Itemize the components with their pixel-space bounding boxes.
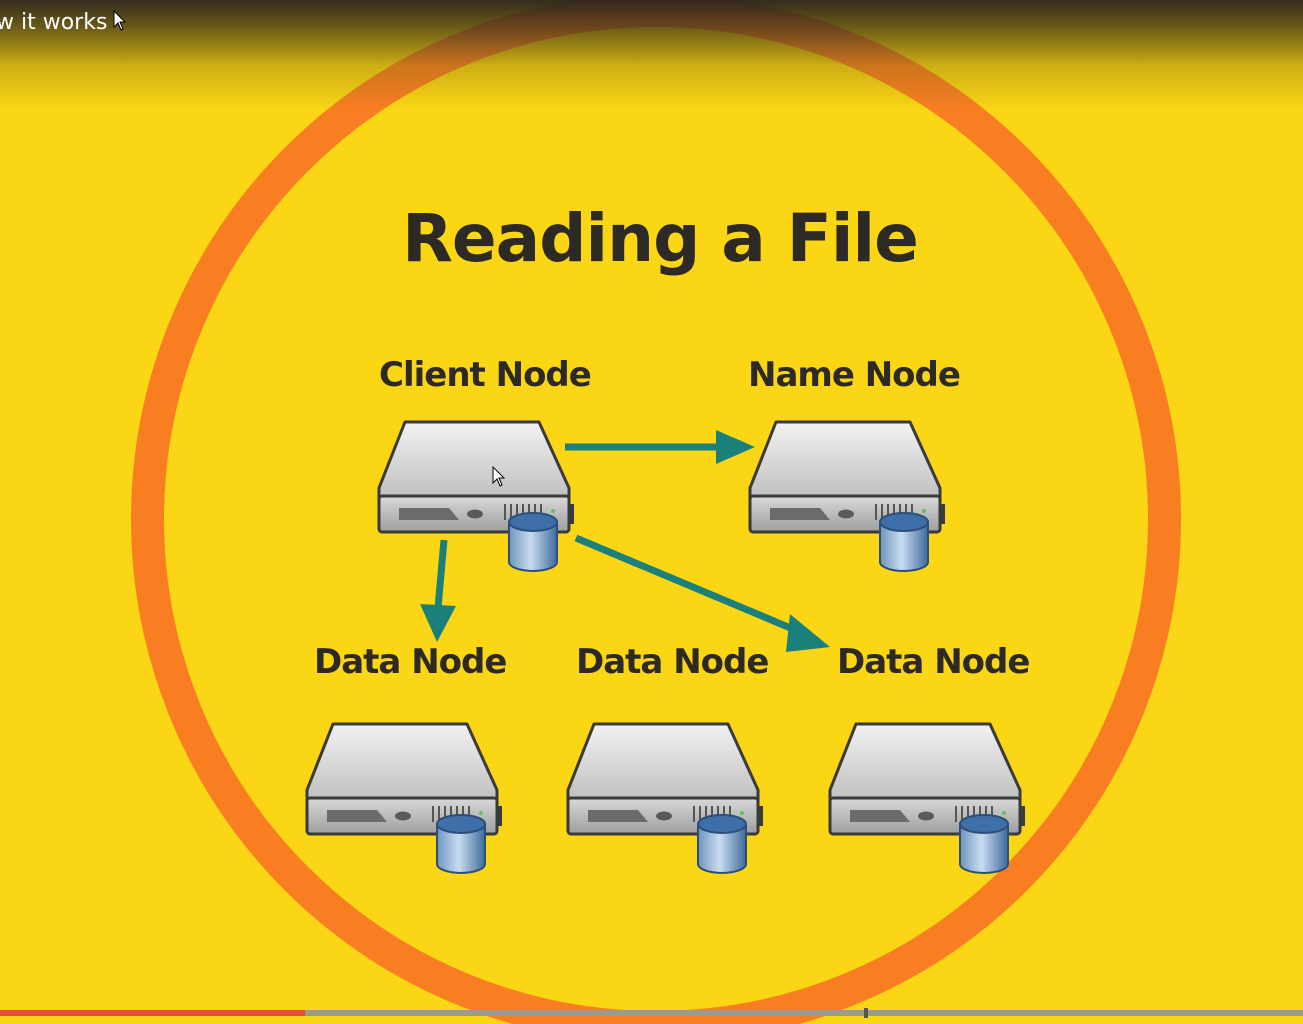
video-progress-marker[interactable] bbox=[863, 1008, 868, 1018]
data-node-label-3: Data Node bbox=[837, 642, 1030, 682]
data-node-label-1: Data Node bbox=[314, 642, 507, 682]
data-node-label-2: Data Node bbox=[576, 642, 769, 682]
client-node-label: Client Node bbox=[379, 355, 592, 395]
slide-title: Reading a File bbox=[402, 200, 919, 277]
mouse-cursor-icon bbox=[492, 466, 506, 487]
name-node-label: Name Node bbox=[748, 355, 961, 395]
arrow-client-to-data-1 bbox=[420, 539, 456, 642]
video-progress-bar[interactable] bbox=[0, 1008, 1303, 1018]
mouse-cursor-icon bbox=[113, 10, 127, 31]
video-title[interactable]: w it works bbox=[0, 10, 108, 35]
arrow-client-to-name bbox=[565, 430, 755, 464]
arrow-client-to-data-3 bbox=[574, 534, 830, 652]
video-progress-played bbox=[0, 1010, 305, 1016]
